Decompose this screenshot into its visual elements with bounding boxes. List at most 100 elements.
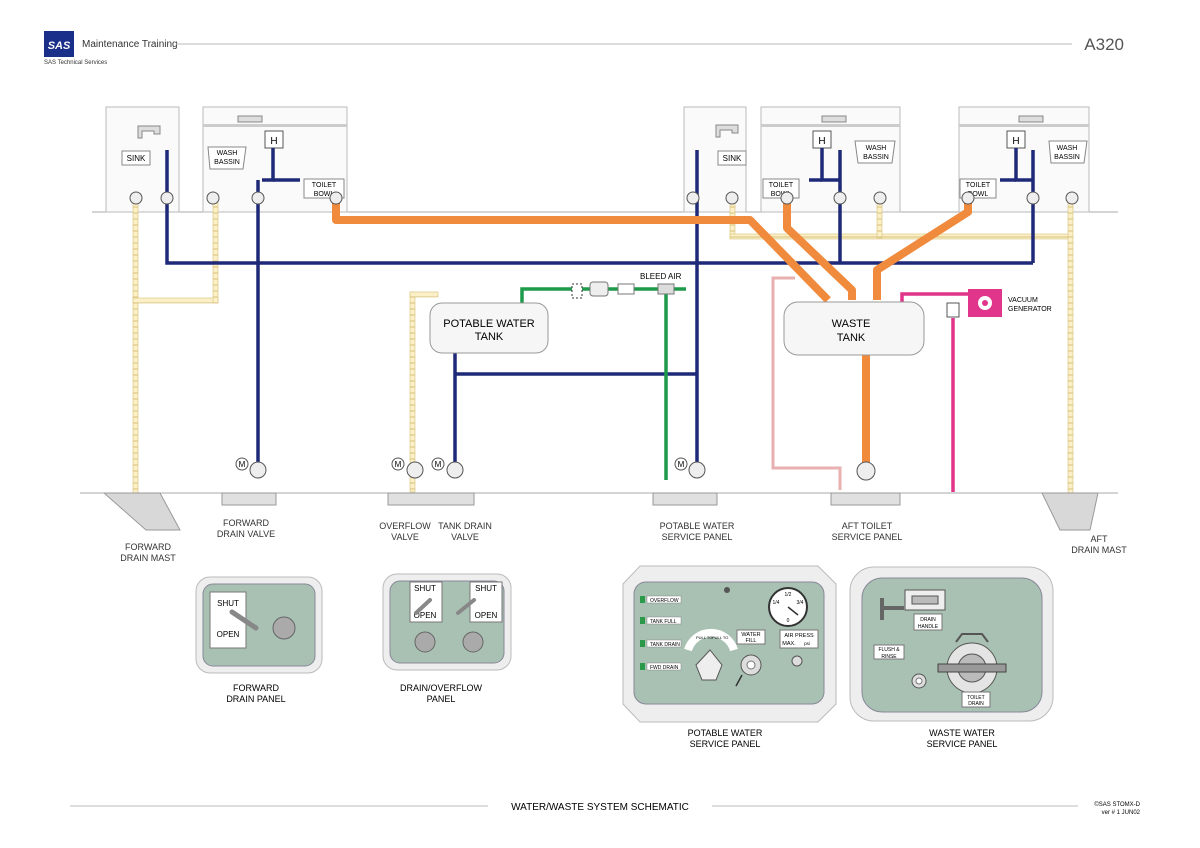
panel-caption: DRAIN PANEL [226, 694, 285, 704]
motor-icon [235, 457, 688, 471]
footer-ref: ©SAS STOMX-D [1094, 801, 1140, 808]
shelf [959, 124, 1089, 127]
potable-water-service-panel: OVERFLOW TANK FULL TANK DRAIN FWD DRAIN … [622, 565, 837, 749]
header-subtitle: SAS Technical Services [44, 60, 107, 66]
potable-service-panel-label: POTABLE WATER [660, 521, 735, 531]
svg-text:1/4: 1/4 [773, 600, 780, 606]
fwd-drain-valve-label: FORWARD [223, 518, 269, 528]
svg-text:TOILET: TOILET [769, 182, 794, 189]
wash-basin-label: WASH BASSIN [207, 146, 247, 170]
flush-rinse-port[interactable]: FLUSH & RINSE [873, 644, 927, 689]
wash-basin-label: WASH BASSIN [854, 140, 896, 164]
aft-toilet-panel-label: SERVICE PANEL [832, 532, 903, 542]
potable-water-lines [165, 148, 1035, 470]
motor-label: M M M M [239, 460, 685, 469]
bleed-air-label: BLEED AIR [640, 272, 682, 281]
vacuum-generator: VACUUM GENERATOR [946, 289, 1052, 318]
vacuum-line [900, 292, 968, 492]
svg-text:BASSIN: BASSIN [863, 154, 889, 161]
air-press-port[interactable] [791, 655, 803, 667]
sink-label: SINK [121, 150, 151, 166]
aft-drain-mast-label: DRAIN MAST [1071, 545, 1127, 555]
vacuum-generator-label: VACUUM [1008, 297, 1038, 304]
svg-text:FILL: FILL [745, 638, 756, 644]
tank-drain-lever[interactable] [456, 598, 476, 615]
potable-water-tank: POTABLE WATER TANK [429, 302, 549, 354]
indicator-light [462, 631, 484, 653]
water-fill-port[interactable]: WATER FILL [735, 629, 766, 687]
open-label: OPEN [414, 611, 437, 620]
faucet-icon [821, 115, 847, 123]
svg-text:BASSIN: BASSIN [214, 159, 240, 166]
aft-drain-mast [1041, 492, 1099, 531]
faucet-icon [715, 124, 739, 138]
svg-text:psi: psi [804, 641, 810, 646]
drain-indicator-light [272, 616, 296, 640]
potable-service-panel-label: SERVICE PANEL [662, 532, 733, 542]
svg-text:MAX.: MAX. [782, 641, 796, 647]
svg-text:DRAIN: DRAIN [920, 617, 936, 623]
water-quantity-gauge: 1/2 1/4 3/4 0 [768, 587, 808, 627]
component-labels: FORWARD DRAIN VALVE FORWARD DRAIN MAST O… [120, 518, 1127, 563]
shelf [761, 124, 900, 127]
waste-tank-label: TANK [837, 332, 866, 344]
overflow-valve-label: OVERFLOW [379, 521, 431, 531]
svg-text:AIR PRESS: AIR PRESS [784, 633, 814, 639]
svg-text:PULL TO: PULL TO [712, 635, 728, 640]
fwd-drain-valve-label: DRAIN VALVE [217, 529, 275, 539]
panel-caption: WASTE WATER [929, 728, 995, 738]
footer-title: WATER/WASTE SYSTEM SCHEMATIC [511, 802, 689, 813]
drain-lines [132, 197, 1074, 494]
svg-text:BOWL: BOWL [314, 191, 335, 198]
svg-text:M: M [395, 460, 402, 469]
potable-tank-label: TANK [475, 331, 504, 343]
svg-text:TOILET: TOILET [967, 695, 984, 701]
sink-label: SINK [717, 150, 747, 166]
valve-icon [129, 191, 1079, 205]
footer: WATER/WASTE SYSTEM SCHEMATIC ©SAS STOMX-… [70, 801, 1141, 816]
svg-text:FLUSH &: FLUSH & [878, 647, 900, 653]
drain-valve-icon [249, 461, 876, 481]
waste-tank-label: WASTE [832, 318, 871, 330]
header: SAS Maintenance Training SAS Technical S… [44, 31, 1124, 66]
svg-text:WASH: WASH [866, 145, 887, 152]
waste-tank: WASTE TANK [783, 301, 925, 356]
svg-text:OVERFLOW: OVERFLOW [650, 598, 679, 604]
faucet-icon [1018, 115, 1044, 123]
shut-label: SHUT [414, 584, 436, 593]
sas-logo [44, 31, 74, 57]
shut-label: SHUT [217, 599, 239, 608]
svg-text:HANDLE: HANDLE [918, 624, 939, 630]
svg-text:SINK: SINK [723, 154, 742, 163]
drain-handle[interactable]: DRAIN HANDLE [880, 589, 946, 631]
sas-logo-text: SAS [48, 40, 71, 52]
overflow-lever[interactable] [414, 598, 432, 615]
svg-text:1/2: 1/2 [785, 592, 792, 598]
svg-text:WASH: WASH [217, 150, 238, 157]
svg-text:BASSIN: BASSIN [1054, 154, 1080, 161]
svg-text:RINSE: RINSE [881, 654, 897, 660]
toilet-drain-port[interactable]: TOILET DRAIN [937, 633, 1007, 708]
vacuum-generator-label: GENERATOR [1008, 306, 1052, 313]
shelf [203, 124, 347, 127]
svg-text:H: H [270, 136, 277, 147]
bleed-air-components: BLEED AIR [571, 272, 682, 299]
pull-to-selector[interactable]: PULL TO PULL TO [684, 628, 738, 681]
forward-drain-mast [102, 492, 181, 531]
svg-text:TOILET: TOILET [312, 182, 337, 189]
drain-lever[interactable] [229, 609, 259, 631]
svg-text:FWD DRAIN: FWD DRAIN [650, 665, 679, 671]
panel-caption: POTABLE WATER [688, 728, 763, 738]
footer-ref: ver # 1 JUN02 [1102, 810, 1141, 816]
open-label: OPEN [475, 611, 498, 620]
valve-mount [221, 492, 901, 506]
fwd-drain-mast-label: DRAIN MAST [120, 553, 176, 563]
toilet-bowl-label: TOILET BOWL [762, 178, 800, 199]
svg-text:0: 0 [787, 618, 790, 624]
indicator-light [414, 631, 436, 653]
fwd-drain-mast-label: FORWARD [125, 542, 171, 552]
shut-label: SHUT [475, 584, 497, 593]
svg-text:BOWL: BOWL [968, 191, 989, 198]
water-heater-icon: H [1006, 130, 1026, 149]
